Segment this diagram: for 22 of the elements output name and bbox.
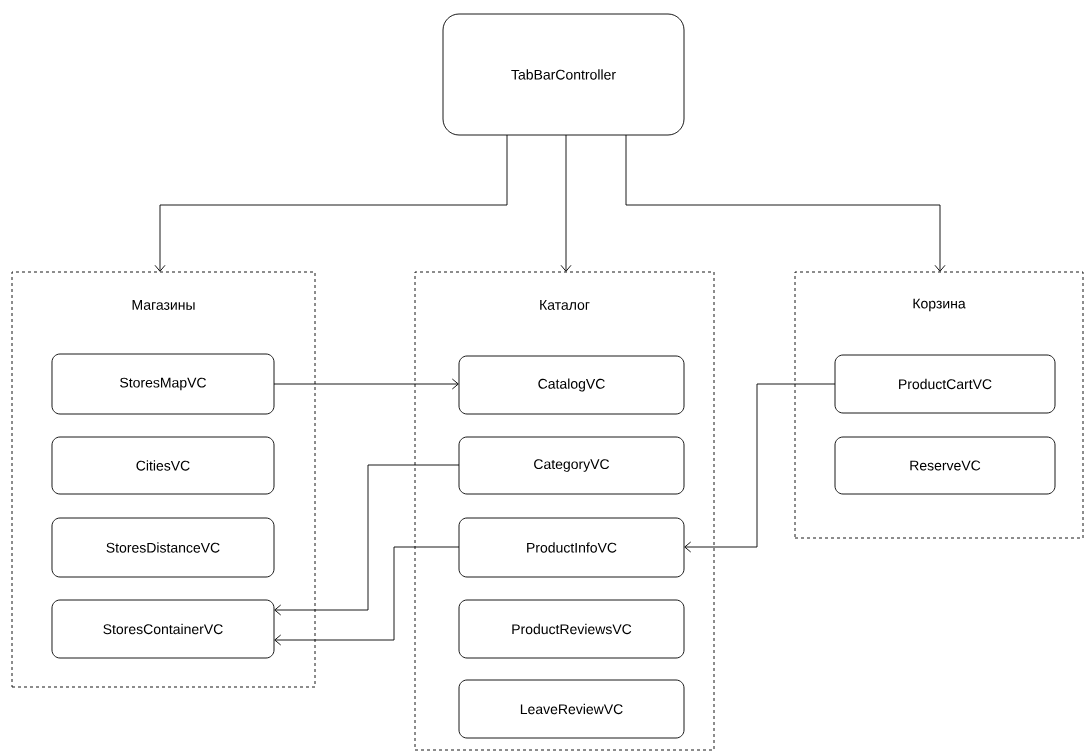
view-controller-box: StoresMapVC bbox=[51, 353, 275, 415]
arrow bbox=[273, 378, 459, 390]
view-controller-box: LeaveReviewVC bbox=[458, 679, 685, 739]
view-controller-box: TabBarController bbox=[442, 13, 685, 136]
view-controller-box: StoresContainerVC bbox=[51, 599, 275, 659]
group-title: Каталог bbox=[540, 300, 590, 310]
arrow bbox=[274, 546, 460, 646]
group-title: Корзина bbox=[913, 298, 966, 312]
arrow bbox=[684, 383, 836, 553]
view-controller-box: ReserveVC bbox=[834, 436, 1056, 495]
arrow bbox=[274, 464, 460, 616]
arrow bbox=[560, 134, 572, 272]
view-controller-box: ProductReviewsVC bbox=[458, 599, 685, 659]
group-title: Магазины bbox=[132, 300, 195, 310]
view-controller-box: ProductInfoVC bbox=[458, 517, 685, 578]
arrow bbox=[154, 134, 508, 272]
view-controller-box: ProductCartVC bbox=[834, 354, 1056, 414]
arrow bbox=[625, 134, 946, 272]
view-controller-box: StoresDistanceVC bbox=[51, 517, 275, 578]
view-controller-box: CitiesVC bbox=[51, 436, 275, 495]
view-controller-box: CategoryVC bbox=[458, 436, 685, 495]
view-controller-box: CatalogVC bbox=[458, 355, 685, 415]
